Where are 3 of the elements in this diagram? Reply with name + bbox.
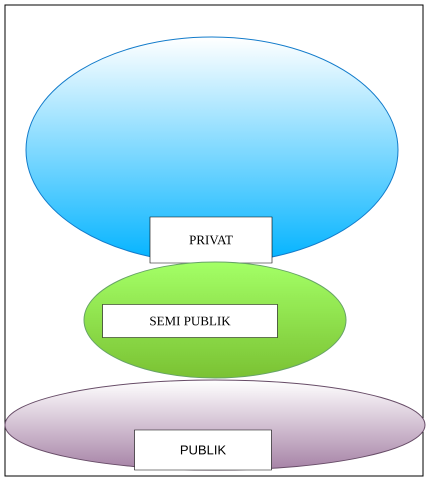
label-box: SEMI PUBLIK: [102, 304, 278, 338]
label-box: PRIVAT: [150, 216, 272, 264]
label-box: PUBLIK: [134, 430, 272, 470]
